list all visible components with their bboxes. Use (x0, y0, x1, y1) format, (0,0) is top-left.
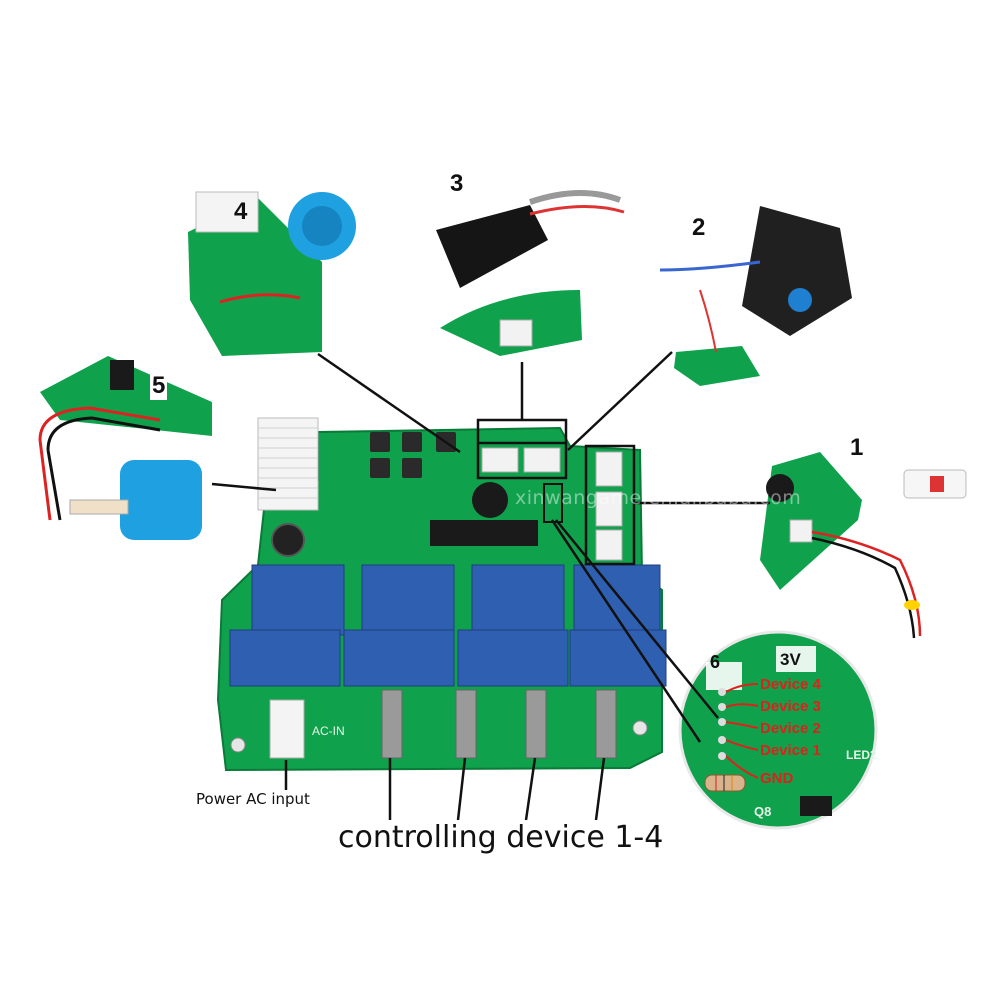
terminal-blocks (381, 689, 617, 759)
edge-connector-stack (257, 417, 319, 511)
buzzer (472, 482, 508, 518)
pin-label-device-2: Device 2 (760, 720, 821, 737)
inset-6-zoom (678, 630, 878, 830)
callout-number-1: 1 (850, 434, 864, 461)
callout-number-2: 2 (692, 214, 706, 241)
top-connectors (481, 447, 561, 473)
relays (229, 564, 667, 687)
capacitor (271, 523, 305, 557)
pin-label-device-3: Device 3 (760, 698, 821, 715)
callout-number-5: 5 (150, 372, 168, 400)
microcontroller-chip (430, 520, 538, 546)
pin-label-device-4: Device 4 (760, 676, 821, 693)
highlight-box-right (584, 444, 636, 566)
watermark-text: xinwangame.en.alibaba.com (515, 487, 802, 509)
callout-number-4: 4 (234, 198, 248, 225)
voltage-label: 3V (780, 650, 801, 669)
inset-4 (188, 191, 356, 356)
ac-in-label: AC-IN (312, 724, 345, 738)
callout-number-3: 3 (450, 170, 464, 197)
silkscreen-q8: Q8 (754, 804, 772, 819)
tact-buttons (370, 432, 456, 478)
callout-number-6: 6 (710, 652, 721, 672)
main-board (216, 417, 667, 772)
inset-2 (659, 206, 852, 386)
ac-in-connector (269, 699, 305, 759)
controlling-device-caption: controlling device 1-4 (338, 820, 664, 855)
inset-1 (760, 452, 967, 639)
inset-5 (15, 345, 215, 565)
inset-3 (425, 182, 625, 382)
pin-label-device-1: Device 1 (760, 742, 821, 759)
silkscreen-led2: LED2 (846, 748, 877, 762)
right-connectors (595, 451, 623, 561)
power-ac-input-caption: Power AC input (196, 790, 310, 808)
pin-label-gnd: GND (760, 770, 794, 787)
leader-lines (211, 351, 770, 821)
